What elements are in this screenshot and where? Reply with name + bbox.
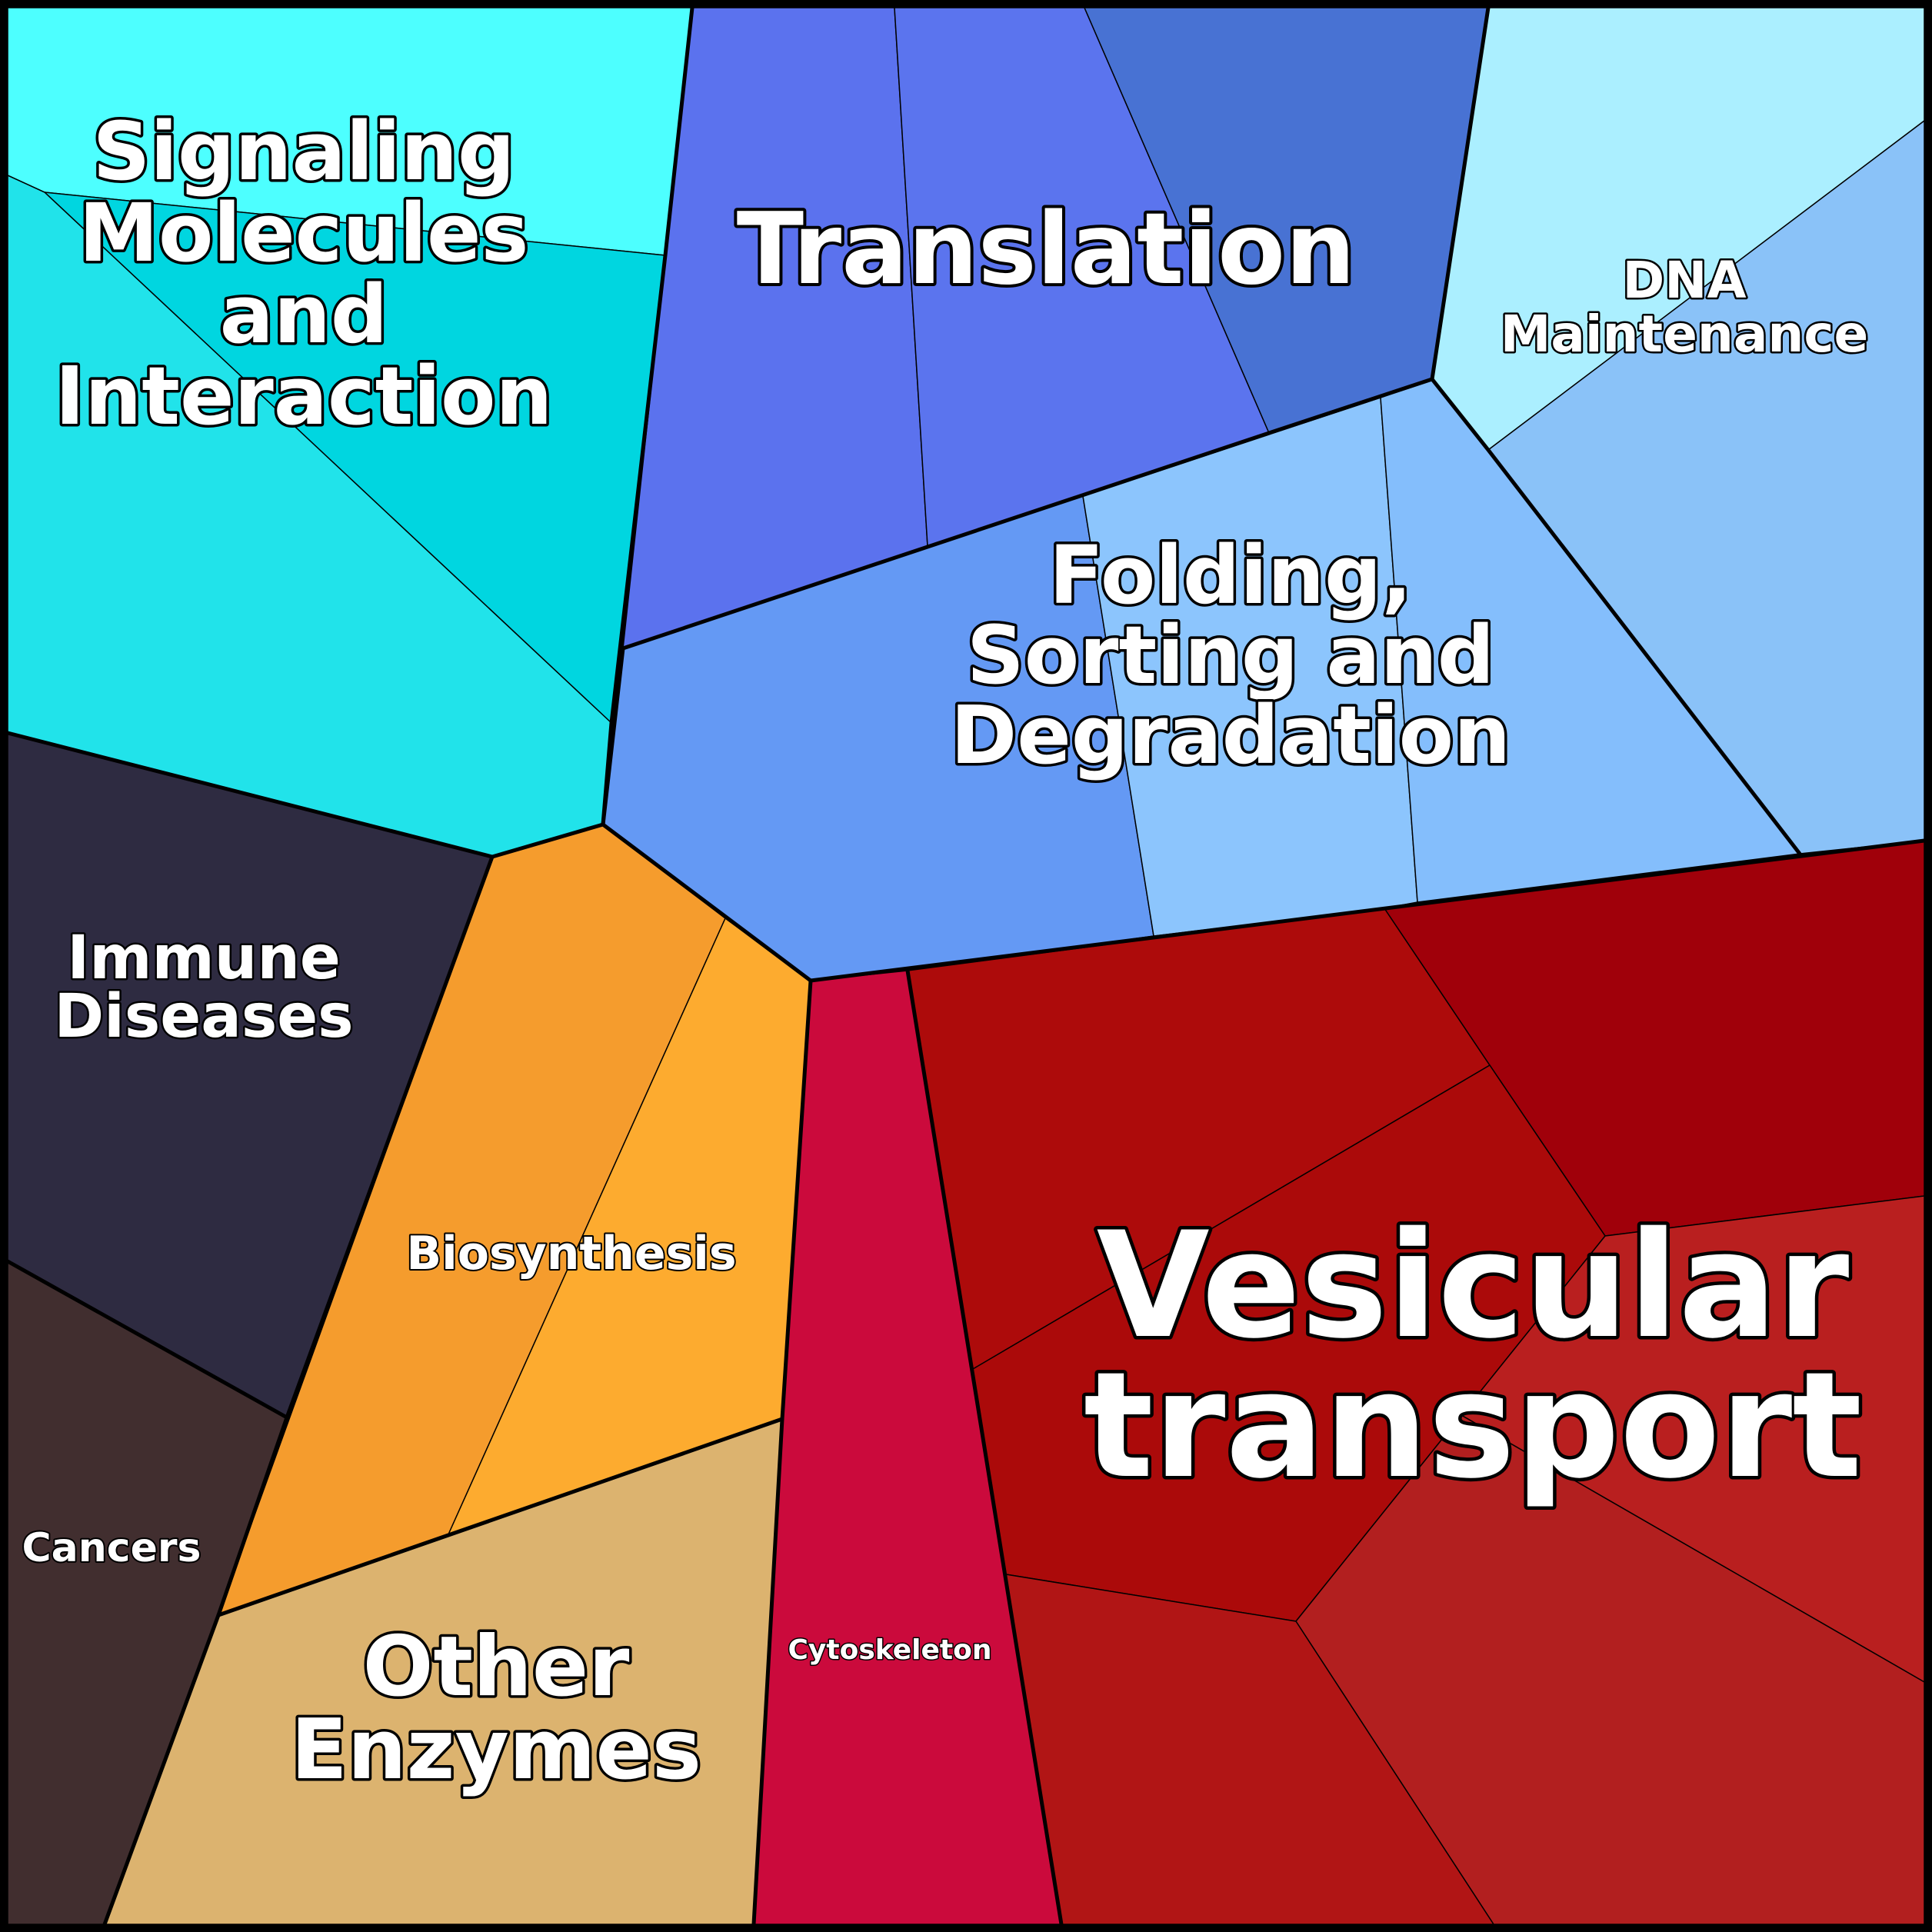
label-line: transport [1084,1341,1862,1511]
label-cytoskeleton: Cytoskeleton [788,1634,992,1666]
label-cancers: Cancers [22,1525,202,1571]
label-line: Interaction [55,349,553,443]
label-line: Sorting and [967,608,1494,702]
cell-group-vesicular [907,840,1925,1925]
label-line: DNA [1622,251,1746,310]
label-biosynthesis: Biosynthesis [406,1227,736,1281]
label-line: Vesicular [1097,1201,1850,1371]
label-line: Maintenance [1501,305,1869,364]
cell-group-signaling [7,7,693,858]
label-line: Translation [737,192,1355,307]
cell-group-translation [622,7,1489,649]
label-line: Enzymes [291,1702,701,1798]
label-line: Biosynthesis [406,1227,736,1281]
label-line: Other [363,1619,630,1715]
label-line: Molecules [79,186,529,280]
label-line: Signaling [93,105,515,198]
label-line: Degradation [951,688,1511,782]
label-line: Cancers [22,1525,202,1571]
label-line: Cytoskeleton [788,1634,992,1666]
cell-edge [7,175,45,193]
label-translation: Translation [737,192,1355,307]
cell-group-folding [602,378,1800,981]
label-line: and [220,268,388,361]
label-line: Folding, [1049,528,1412,622]
label-line: Immune [67,924,341,993]
label-line: Diseases [54,982,353,1051]
